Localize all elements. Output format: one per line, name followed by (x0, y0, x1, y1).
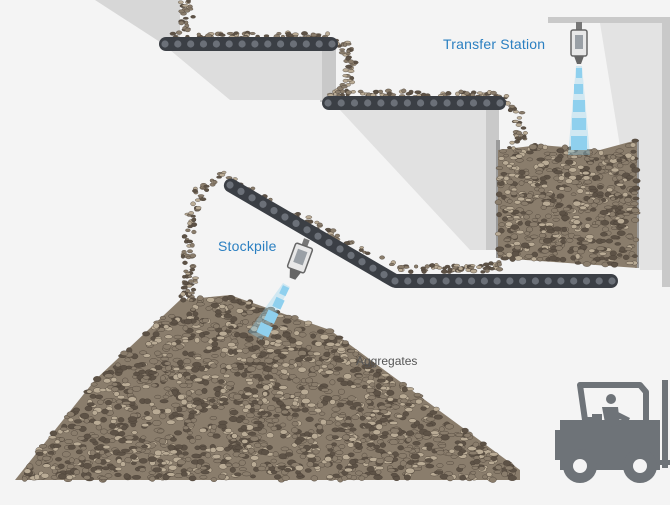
belt-roller (277, 40, 285, 48)
aggregates-label: Aggregates (356, 354, 418, 368)
belt-roller (199, 40, 208, 48)
belt-roller (429, 277, 437, 285)
belt-roller (391, 277, 399, 285)
belt-roller (303, 226, 311, 234)
belt-roller (544, 277, 552, 285)
upper-spray-mist (568, 66, 590, 155)
belt-roller (325, 238, 333, 247)
belt-roller (456, 99, 464, 107)
sprayer-nozzle-icon (570, 22, 588, 64)
belt-roller (480, 277, 488, 285)
belt-roller (347, 251, 355, 260)
belt-roller (251, 40, 259, 48)
stockpile-label: Stockpile (218, 238, 277, 254)
belt-roller (380, 271, 388, 279)
belt-roller (292, 219, 300, 228)
belt-roller (455, 277, 463, 285)
belt-roller (443, 99, 451, 107)
belt-roller (174, 40, 182, 48)
belt-roller (237, 187, 245, 195)
belt-roller (416, 277, 425, 285)
belt-roller (430, 99, 438, 107)
belt-roller (404, 277, 412, 285)
belt-roller (259, 200, 267, 208)
belt-roller (314, 232, 322, 240)
belt-roller (519, 277, 527, 285)
belt-roller (496, 99, 504, 107)
belt-roller (281, 213, 289, 221)
belt-roller (595, 277, 603, 285)
belt-roller (506, 277, 514, 285)
belt-roller (238, 40, 246, 48)
belt-roller (324, 99, 332, 107)
conveyor-belt (322, 96, 506, 110)
belt-roller (264, 40, 272, 48)
conveyor-belts (159, 37, 618, 288)
belt-roller (493, 277, 501, 285)
belt-roller (161, 40, 169, 48)
belt-roller (248, 194, 256, 202)
belt-roller (582, 277, 591, 285)
belt-roller (608, 277, 616, 285)
transfer-station-label: Transfer Station (443, 36, 546, 52)
aggregate-pile-layer (15, 30, 641, 483)
belt-roller (364, 99, 372, 107)
belt-roller (403, 99, 411, 107)
belt-roller (270, 206, 278, 215)
belt-roller (302, 40, 310, 48)
falling-aggregate-layer (176, 0, 528, 302)
belt-roller (377, 99, 385, 107)
belt-roller (289, 40, 298, 48)
belt-roller (336, 245, 344, 253)
belt-roller (483, 99, 491, 107)
lower-spray-mist (248, 283, 290, 340)
forklift-icon (555, 380, 670, 483)
belt-roller (468, 277, 476, 285)
sprayer-nozzle-icon (286, 238, 314, 280)
belt-roller (469, 99, 478, 107)
belt-roller (570, 277, 578, 285)
belt-roller (225, 40, 233, 48)
conveyor-belt (159, 37, 338, 51)
belt-roller (442, 277, 450, 285)
belt-roller (187, 40, 195, 48)
belt-roller (328, 40, 336, 48)
conveyor-belt (389, 274, 618, 288)
belt-roller (226, 181, 234, 189)
belt-roller (390, 99, 398, 107)
belt-roller (358, 258, 366, 266)
belt-roller (557, 277, 565, 285)
belt-roller (417, 99, 425, 107)
belt-roller (212, 40, 220, 48)
belt-roller (337, 99, 345, 107)
belt-roller (350, 99, 359, 107)
belt-roller (369, 264, 377, 272)
conveyor-belt (223, 178, 402, 288)
belt-roller (531, 277, 539, 285)
belt-roller (315, 40, 323, 48)
